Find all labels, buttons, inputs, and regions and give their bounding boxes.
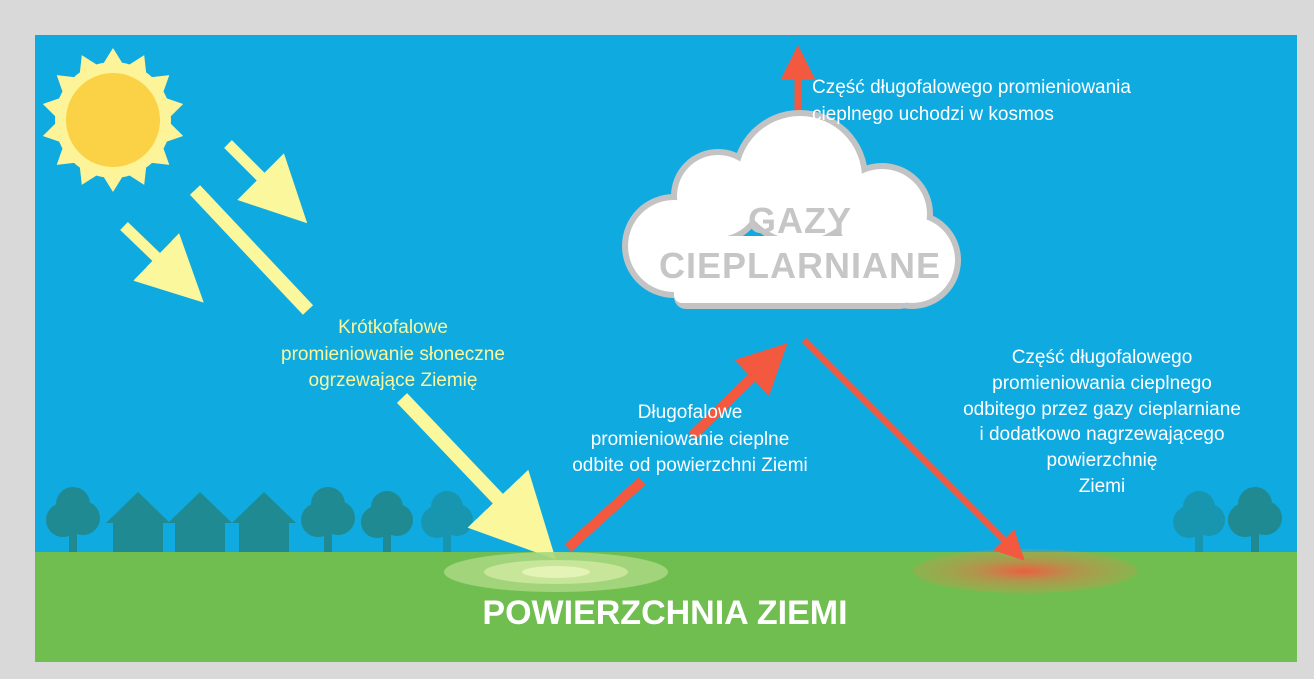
tree-icon bbox=[361, 491, 413, 552]
solar-radiation-label: Krótkofalowe promieniowanie słoneczne og… bbox=[281, 317, 505, 392]
solar-radiation-arrow bbox=[189, 185, 314, 315]
ground-label: POWIERZCHNIA ZIEMI bbox=[482, 594, 848, 632]
tree-icon bbox=[46, 487, 100, 552]
sun-ray-arrow bbox=[224, 140, 308, 224]
tree-icon bbox=[421, 491, 473, 552]
house-icon bbox=[106, 492, 170, 552]
tree-icon bbox=[1228, 487, 1282, 552]
sun-ray-arrow bbox=[120, 222, 204, 303]
greenhouse-gas-cloud bbox=[622, 110, 961, 309]
house-icon bbox=[168, 492, 232, 552]
tree-icon bbox=[301, 487, 355, 552]
reflected-radiation-label: Długofalowe promieniowanie cieplne odbit… bbox=[572, 402, 808, 477]
solar-radiation-arrow bbox=[396, 393, 556, 560]
reflected-radiation-arrow bbox=[688, 343, 788, 440]
reflected-radiation-arrow bbox=[564, 477, 646, 552]
back-radiation-arrow bbox=[801, 337, 1025, 561]
back-radiation-label: Część długofalowego promieniowania ciepl… bbox=[963, 347, 1241, 498]
heat-impact-spot bbox=[913, 549, 1137, 593]
sun-icon bbox=[42, 48, 184, 192]
escape-radiation-label: Część długofalowego promieniowania ciepl… bbox=[812, 77, 1131, 125]
tree-icon bbox=[1173, 491, 1225, 552]
house-icon bbox=[232, 492, 296, 552]
tree-line bbox=[46, 487, 1282, 552]
cloud-label: GAZY CIEPLARNIANE bbox=[658, 200, 942, 286]
solar-impact-spot bbox=[444, 552, 668, 592]
